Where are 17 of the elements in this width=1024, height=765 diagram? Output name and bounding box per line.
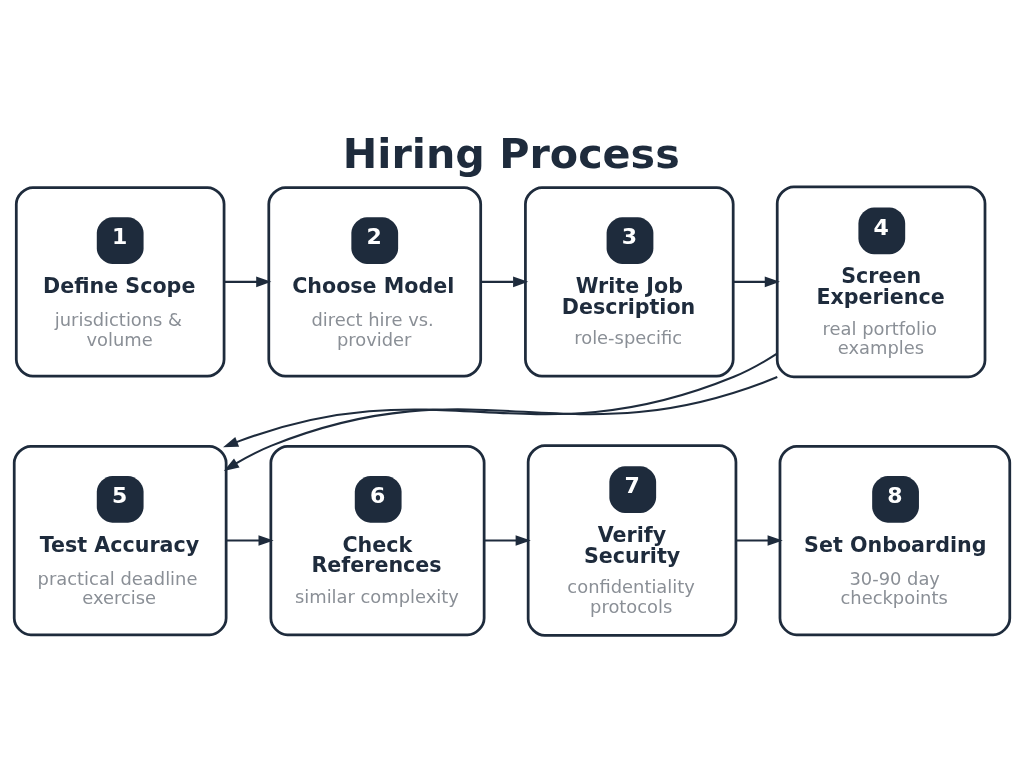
arrow	[484, 534, 531, 546]
arrow	[736, 534, 783, 546]
diagram-title: Hiring Process	[342, 129, 680, 178]
arrow	[223, 352, 778, 447]
node-box: 5 Test Accuracy practical deadline exercise	[12, 444, 228, 636]
arrow	[224, 276, 272, 287]
arrow	[481, 276, 529, 287]
node-box: 1 Define Scope jurisdictions & volume	[14, 185, 226, 377]
node-box: 8 Set Onboarding 30-90 day checkpoints	[778, 444, 1012, 636]
node-box: 2 Choose Model direct hire vs. provider	[267, 185, 483, 377]
arrow	[223, 375, 778, 471]
node-box: 7 Verify Security confidentiality protocols	[526, 443, 738, 637]
arrow	[226, 534, 274, 546]
arrow	[733, 276, 780, 287]
node-box: 3 Write Job Description role-specific	[524, 185, 735, 377]
node-box: 6 Check References similar complexity	[269, 444, 486, 636]
node-box: 4 Screen Experience real portfolio examples	[775, 185, 987, 378]
